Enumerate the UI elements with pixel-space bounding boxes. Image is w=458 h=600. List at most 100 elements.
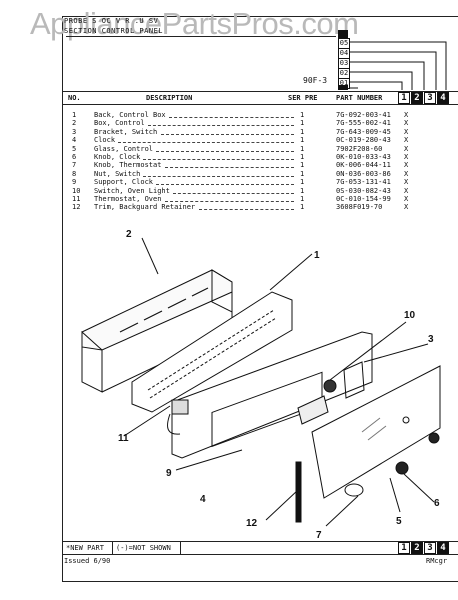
table-header: NO. DESCRIPTION SER PRE PART NUMBER 1 2 … [62, 91, 458, 105]
cell-mark: X [404, 127, 409, 136]
callout-1: 1 [314, 250, 320, 261]
table-row: 11 Thermostat, Oven 1 0C-010-154-99 X [62, 195, 458, 203]
cell-part: 7G-643-009-45 [336, 127, 391, 136]
dot-leader [173, 188, 294, 194]
cell-mark: X [404, 111, 409, 119]
exploded-diagram [81, 237, 441, 527]
header-section: SECTION CONTROL PANEL [64, 27, 164, 35]
page-frame [62, 16, 458, 582]
callout-4: 4 [200, 494, 206, 505]
col-ser-pre: SER PRE [288, 94, 318, 102]
footer-divider [112, 542, 113, 554]
cell-no: 11 [72, 195, 81, 203]
not-shown-note: (-)=NOT SHOWN [116, 544, 171, 552]
cell-description: Back, Control Box [94, 111, 166, 119]
dot-leader [164, 162, 294, 169]
table-row: 3 Bracket, Switch 1 7G-643-009-45 X [62, 128, 458, 136]
cell-no: 3 [72, 127, 77, 136]
dot-leader [199, 204, 294, 211]
col-part-number: PART NUMBER [336, 94, 383, 102]
cell-mark: X [404, 186, 409, 195]
cell-part: 0S-030-082-43 [336, 186, 391, 195]
cell-description: Nut, Switch [94, 169, 141, 178]
cell-qty: 1 [300, 136, 305, 145]
dot-leader [143, 171, 294, 177]
col-description: DESCRIPTION [146, 94, 193, 102]
dot-leader [143, 154, 294, 160]
cell-no: 8 [72, 169, 77, 178]
cell-qty: 1 [300, 203, 305, 212]
cell-description: Thermostat, Oven [94, 195, 162, 203]
cell-part: 0C-019-280-43 [336, 136, 391, 145]
cell-no: 5 [72, 144, 77, 153]
cell-part: 0C-010-154-99 [336, 195, 391, 203]
cell-no: 2 [72, 119, 77, 128]
tab-4: 4 [437, 92, 449, 104]
tab-2: 2 [411, 92, 423, 104]
callout-11: 11 [118, 433, 129, 444]
callout-6: 6 [434, 498, 440, 509]
cell-no: 7 [72, 161, 77, 170]
callout-5: 5 [396, 516, 402, 527]
cell-description: Switch, Oven Light [94, 186, 170, 195]
footer-code: RMcgr [426, 557, 448, 565]
cell-mark: X [404, 195, 409, 203]
cell-description: Bracket, Switch [94, 127, 158, 136]
tab-1: 1 [398, 92, 410, 104]
cell-qty: 1 [300, 127, 305, 136]
new-part-note: *NEW PART [66, 544, 104, 552]
code-bracket-lines [350, 41, 447, 90]
cell-part: 0N-036-003-86 [336, 169, 391, 178]
dot-leader [156, 146, 294, 152]
callout-9: 9 [166, 468, 172, 479]
cell-description: Clock [94, 136, 116, 145]
cell-part: 7G-555-002-41 [336, 119, 391, 128]
cell-mark: X [404, 178, 409, 187]
callout-7: 7 [316, 530, 322, 541]
cell-part: 3608F019-70 [336, 203, 383, 212]
cell-description: Box, Control [94, 119, 145, 128]
dot-leader [164, 196, 294, 202]
col-no: NO. [68, 94, 81, 102]
footer-tab-4: 4 [437, 542, 449, 554]
footer-tab-3: 3 [424, 542, 436, 554]
cell-no: 4 [72, 136, 77, 145]
cell-mark: X [404, 119, 409, 128]
cell-description: Knob, Clock [94, 153, 141, 161]
cell-part: 0K-006-044-11 [336, 161, 391, 170]
cell-part: 7G-053-131-41 [336, 178, 391, 187]
cell-description: Trim, Backguard Retainer [94, 203, 196, 212]
header-rule [66, 36, 336, 37]
cell-part: 7902F208-60 [336, 144, 383, 153]
dot-leader [156, 179, 294, 186]
footer-divider [180, 542, 181, 554]
cell-mark: X [404, 203, 409, 212]
code-bar-top [338, 30, 348, 38]
cell-description: Knob, Thermostat [94, 161, 162, 170]
cell-qty: 1 [300, 144, 305, 153]
footer-bar: *NEW PART (-)=NOT SHOWN 1 2 3 4 [62, 541, 458, 555]
watermark: AppliancePartsPros.com [30, 6, 359, 41]
cell-no: 6 [72, 153, 77, 161]
cell-mark: X [404, 153, 409, 161]
cell-qty: 1 [300, 186, 305, 195]
cell-qty: 1 [300, 195, 305, 203]
callout-2: 2 [126, 229, 132, 240]
callout-12: 12 [246, 518, 258, 529]
dot-leader [169, 112, 294, 118]
cell-qty: 1 [300, 161, 305, 170]
cell-mark: X [404, 144, 409, 153]
callout-3: 3 [428, 334, 434, 345]
cell-qty: 1 [300, 169, 305, 178]
cell-part: 0K-010-033-43 [336, 153, 391, 161]
cell-no: 1 [72, 111, 77, 119]
tab-3: 3 [424, 92, 436, 104]
